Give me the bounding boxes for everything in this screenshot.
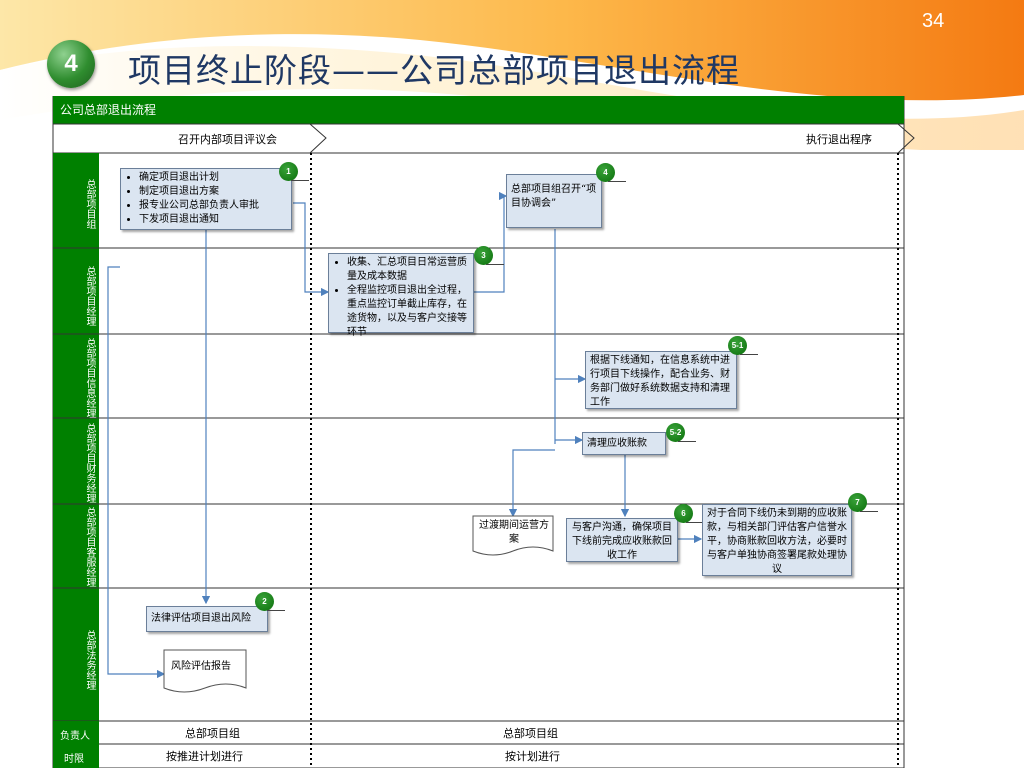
step-1-box: 确定项目退出计划 制定项目退出方案 报专业公司总部负责人审批 下发项目退出通知	[120, 168, 292, 230]
page-title: 项目终止阶段——公司总部项目退出流程	[128, 51, 740, 90]
step-3-box: 收集、汇总项目日常运营质量及成本数据 全程监控项目退出全过程，重点监控订单截止库…	[328, 253, 474, 338]
step-6-box: 与客户沟通，确保项目下线前完成应收账款回收工作	[566, 518, 678, 562]
step-3-item: 收集、汇总项目日常运营质量及成本数据	[347, 256, 469, 284]
footer-deadline-value-1: 按推进计划进行	[166, 750, 243, 763]
risk-report-label: 风险评估报告	[171, 661, 231, 672]
transition-plan-document	[472, 515, 554, 556]
step-1-number: 1	[279, 162, 309, 181]
step-2-box: 法律评估项目退出风险	[146, 606, 268, 632]
step-5-2-number: 5-2	[666, 423, 696, 442]
step-2-number: 2	[255, 592, 285, 611]
phase-label-1: 召开内部项目评议会	[178, 133, 277, 146]
section-badge-number: 4	[64, 50, 78, 77]
step-7-number: 7	[848, 493, 878, 512]
step-5-2-box: 清理应收账款	[582, 432, 666, 455]
step-1-item: 制定项目退出方案	[139, 185, 287, 199]
lane-label-info-manager: 总部项目信息经理	[84, 338, 95, 418]
lane-label-legal-manager: 总部法务经理	[84, 630, 95, 690]
footer-deadline-label: 时限	[64, 754, 84, 765]
step-7-box: 对于合同下线仍未到期的应收账款，与相关部门评估客户信誉水平，协商账款回收方法，必…	[702, 504, 852, 576]
diagram-header: 公司总部退出流程	[60, 103, 157, 117]
step-6-number: 6	[674, 504, 704, 523]
section-badge: 4	[47, 40, 95, 88]
footer-owner-value-2: 总部项目组	[503, 727, 558, 740]
diagram-header-bar	[53, 96, 904, 124]
risk-report-document	[163, 649, 247, 693]
footer-deadline-value-2: 按计划进行	[505, 750, 560, 763]
flowchart: 公司总部退出流程 召开内部项目评议会 执行退出程序 总部项目组 总部项目经理 总…	[50, 96, 916, 768]
step-4-box: 总部项目组召开“项目协调会”	[506, 174, 602, 228]
page-number: 34	[922, 10, 945, 32]
transition-plan-label: 过渡期间运营方案	[479, 520, 549, 545]
footer-owner-value-1: 总部项目组	[185, 727, 240, 740]
flowchart-lines	[52, 96, 915, 768]
phase-label-2: 执行退出程序	[806, 133, 872, 146]
step-1-item: 下发项目退出通知	[139, 213, 287, 227]
step-4-number: 4	[596, 163, 626, 182]
step-5-1-box: 根据下线通知，在信息系统中进行项目下线操作，配合业务、财务部门做好系统数据支持和…	[585, 351, 737, 409]
step-1-item: 确定项目退出计划	[139, 171, 287, 185]
step-5-1-number: 5-1	[728, 336, 758, 355]
step-3-item: 全程监控项目退出全过程，重点监控订单截止库存，在途货物，以及与客户交接等环节	[347, 284, 469, 340]
step-3-number: 3	[474, 246, 504, 265]
footer-owner-label: 负责人	[60, 731, 90, 742]
lane-label-finance-manager: 总部项目财务经理	[84, 423, 95, 503]
lane-label-service-manager: 总部项目客服经理	[84, 507, 95, 587]
lane-label-project-manager: 总部项目经理	[84, 266, 95, 326]
step-1-item: 报专业公司总部负责人审批	[139, 199, 287, 213]
lane-label-project-team: 总部项目组	[84, 179, 95, 229]
